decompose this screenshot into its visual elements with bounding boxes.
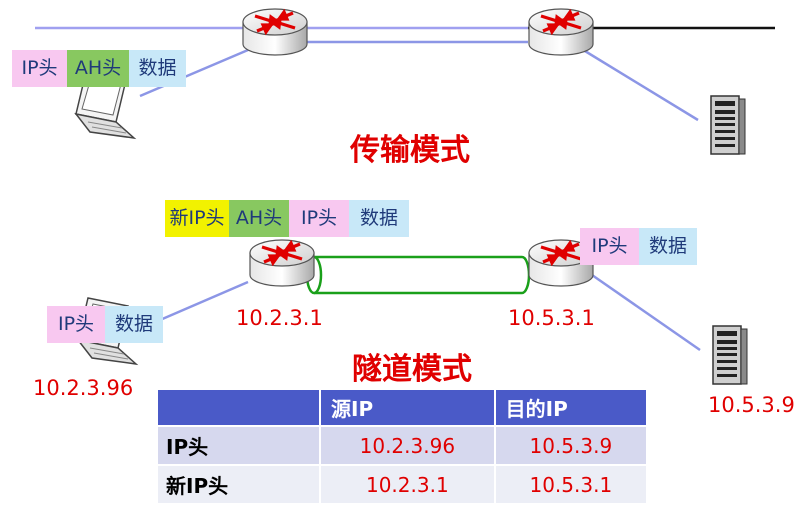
dst-ip-header: 目的IP: [494, 390, 649, 426]
tunnel-mode-title: 隧道模式: [352, 352, 472, 387]
table-corner-header: [158, 390, 321, 426]
row-label: 新IP头: [158, 464, 321, 503]
tunnel-data: 数据: [349, 200, 409, 237]
router-server-link-2: [591, 273, 701, 352]
server-ip-label: 10.5.3.9: [708, 393, 795, 417]
router-icon: [241, 7, 309, 57]
server-icon: [712, 325, 748, 385]
server-ip-header: IP头: [580, 228, 639, 265]
address-table: 源IP 目的IP IP头 10.2.3.96 10.5.3.9 新IP头 10.…: [158, 390, 649, 503]
router-server-link: [579, 46, 699, 122]
src-ip-value: 10.2.3.1: [320, 464, 496, 503]
tunnel-new-ip-header: 新IP头: [165, 200, 229, 237]
tunnel-ip-header: IP头: [289, 200, 349, 237]
host-data: 数据: [105, 306, 163, 343]
dst-ip-value: 10.5.3.9: [494, 425, 649, 465]
table-row: 新IP头 10.2.3.1 10.5.3.1: [158, 464, 649, 503]
dst-ip-value: 10.5.3.1: [494, 464, 649, 503]
src-ip-value: 10.2.3.96: [320, 425, 496, 465]
tunnel-ah-header: AH头: [229, 200, 289, 237]
table-row: IP头 10.2.3.96 10.5.3.9: [158, 425, 649, 465]
laptop-router-link-2: [159, 280, 249, 322]
src-ip-header: 源IP: [320, 390, 496, 426]
table-header-row: 源IP 目的IP: [158, 390, 649, 426]
server-icon: [710, 95, 746, 155]
transport-mode-title: 传输模式: [350, 133, 470, 168]
server-data: 数据: [639, 228, 697, 265]
transport-ah-header: AH头: [67, 50, 129, 87]
router2-ip-label: 10.5.3.1: [508, 306, 595, 330]
transport-data: 数据: [129, 50, 186, 87]
router-icon: [248, 238, 316, 288]
tunnel-pipe: [305, 255, 531, 295]
host-ip-header: IP头: [47, 306, 105, 343]
transport-ip-header: IP头: [12, 50, 67, 87]
host-ip-label: 10.2.3.96: [33, 376, 134, 400]
row-label: IP头: [158, 425, 321, 465]
router1-ip-label: 10.2.3.1: [236, 306, 323, 330]
laptop-router-link: [139, 48, 249, 98]
router-icon: [527, 7, 595, 57]
